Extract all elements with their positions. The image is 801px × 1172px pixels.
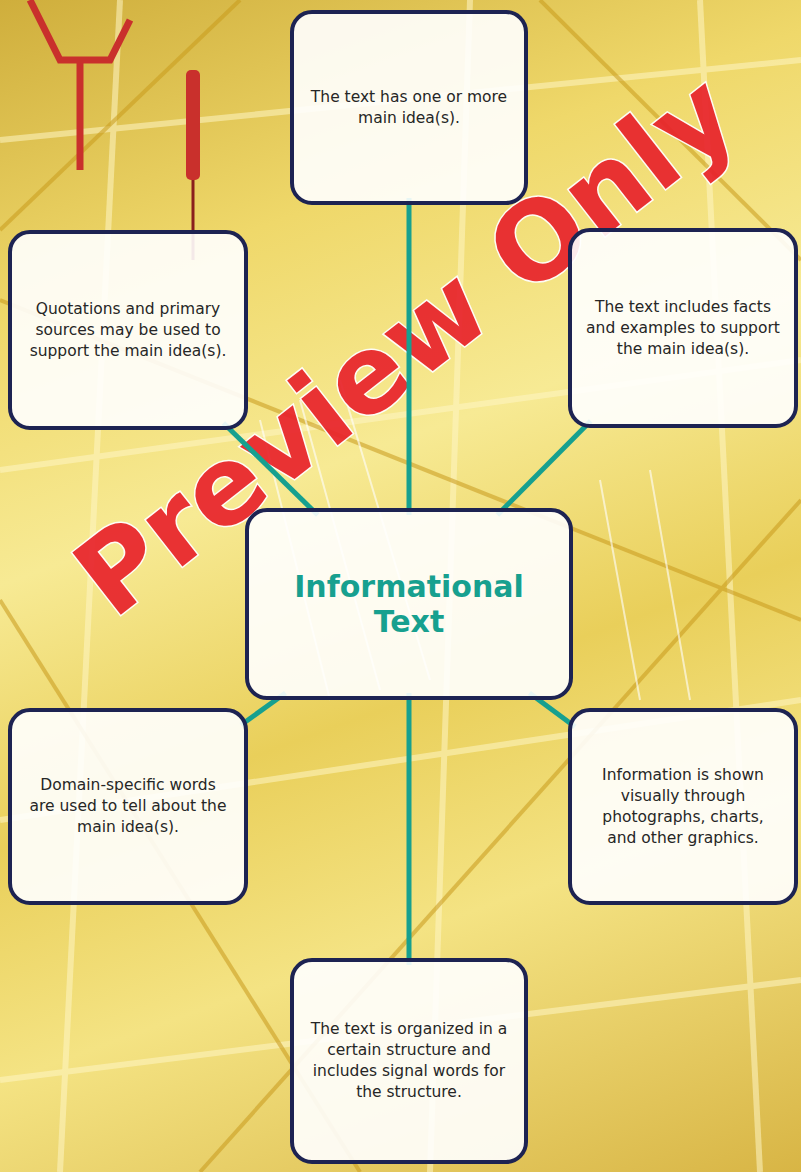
idea-box: The text is organized in a certain struc… (290, 958, 528, 1164)
hub-title: Informational Text (263, 569, 555, 639)
connector-line (497, 421, 590, 515)
box-text: Quotations and primary sources may be us… (26, 299, 230, 362)
box-text: Domain-specific words are used to tell a… (26, 775, 230, 838)
connector-line (409, 693, 410, 965)
box-text: The text includes facts and examples to … (586, 297, 780, 360)
box-text: Information is shown visually through ph… (586, 765, 780, 849)
box-text: The text is organized in a certain struc… (308, 1019, 510, 1103)
idea-box: Quotations and primary sources may be us… (8, 230, 248, 430)
connector-stroke (497, 421, 590, 515)
box-text: The text has one or more main idea(s). (308, 87, 510, 129)
hub-box: Informational Text (245, 508, 573, 700)
idea-box: The text includes facts and examples to … (568, 228, 798, 428)
idea-box: Information is shown visually through ph… (568, 708, 798, 905)
idea-box: The text has one or more main idea(s). (290, 10, 528, 205)
connector-line (223, 423, 317, 515)
connector-stroke (407, 693, 412, 965)
connector-stroke (223, 423, 317, 515)
connector-line (409, 198, 410, 515)
connector-stroke (407, 198, 412, 515)
idea-box: Domain-specific words are used to tell a… (8, 708, 248, 905)
